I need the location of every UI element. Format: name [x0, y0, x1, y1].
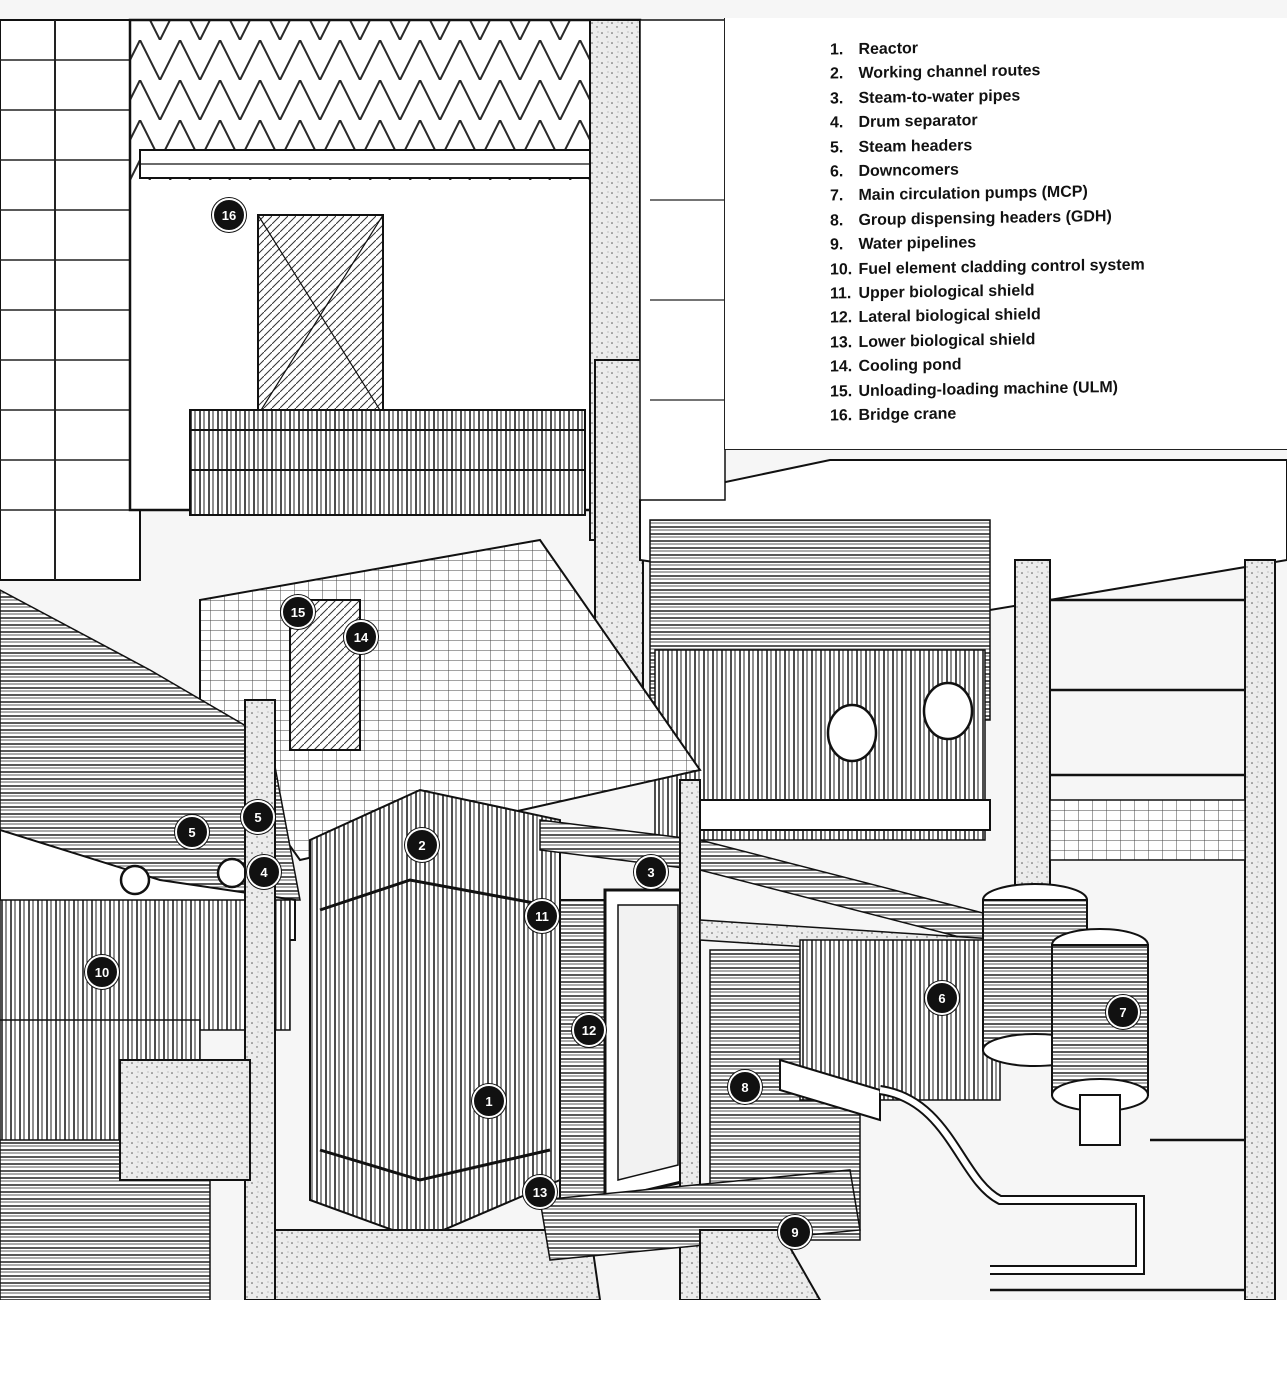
callout-16-bridge-crane: 16 [212, 198, 246, 232]
reactor-core [274, 788, 692, 1300]
left-building-facade [0, 19, 141, 581]
legend-item: 16. Bridge crane [830, 405, 957, 425]
callout-12-lateral-biological-shield: 12 [572, 1013, 606, 1047]
callout-5-steam-headers-b: 5 [241, 800, 275, 834]
callout-8-group-dispensing-headers: 8 [728, 1070, 762, 1104]
callout-9-water-pipelines: 9 [778, 1215, 812, 1249]
legend-list: 1. Reactor 2. Working channel routes 3. … [830, 36, 1145, 427]
reactor-cutaway-illustration: 1 2 3 4 5 5 6 7 8 9 10 11 12 13 14 15 16… [0, 0, 1287, 1300]
callout-4-drum-separator: 4 [247, 855, 281, 889]
callout-7-main-circulation-pumps: 7 [1106, 995, 1140, 1029]
callout-6-downcomers: 6 [925, 981, 959, 1015]
reactor-hall-upper [128, 18, 642, 541]
callout-10-fuel-cladding-control: 10 [85, 955, 119, 989]
callout-5-steam-headers-a: 5 [175, 815, 209, 849]
callout-11-upper-biological-shield: 11 [525, 899, 559, 933]
callout-2-working-channel-routes: 2 [405, 828, 439, 862]
bottom-margin [0, 1300, 1287, 1390]
callout-1-reactor: 1 [472, 1084, 506, 1118]
legend-panel: 1. Reactor 2. Working channel routes 3. … [724, 18, 1287, 450]
right-separator-bank [649, 519, 991, 841]
callout-13-lower-biological-shield: 13 [523, 1175, 557, 1209]
callout-3-steam-to-water-pipes: 3 [634, 855, 668, 889]
callout-14-cooling-pond: 14 [344, 620, 378, 654]
callout-15-unloading-loading-machine: 15 [281, 595, 315, 629]
